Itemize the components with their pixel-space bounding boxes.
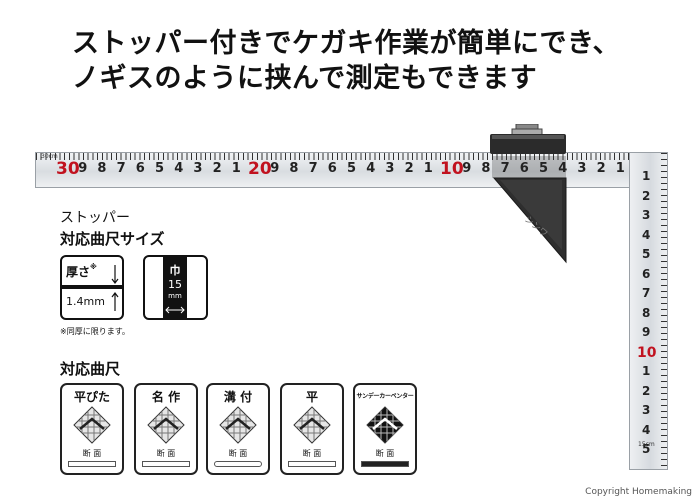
ruler-number-h: 20 xyxy=(248,159,272,179)
card-section-label: 断 面 xyxy=(156,449,176,458)
ruler-number-h: 6 xyxy=(327,161,337,176)
ruler-number-h: 30 xyxy=(56,159,80,179)
ruler-number-v: 2 xyxy=(642,188,651,203)
ruler-number-v: 5 xyxy=(642,247,651,261)
square-type-card: 平ぴた断 面 xyxy=(60,383,124,475)
square-type-card: 溝 付断 面 xyxy=(206,383,270,475)
ruler-number-h: 2 xyxy=(404,161,414,176)
card-title: サンデーカーペンター xyxy=(356,393,414,400)
card-cross-section xyxy=(68,461,116,467)
ruler-number-h: 4 xyxy=(174,161,184,176)
ruler-number-v: 5 xyxy=(642,442,651,456)
ruler-ticks-vertical xyxy=(661,153,667,469)
compatible-size-title: 対応曲尺サイズ xyxy=(60,230,165,248)
thickness-label: 厚さ xyxy=(66,265,91,279)
ruler-number-h: 1 xyxy=(423,161,433,176)
thickness-arrows-icon xyxy=(111,265,119,311)
thickness-value: 1.4mm xyxy=(66,295,105,308)
card-section-label: 断 面 xyxy=(375,449,395,458)
ruler-number-h: 4 xyxy=(558,161,567,176)
card-title: 平ぴた xyxy=(73,390,110,404)
ruler-number-h: 9 xyxy=(78,161,88,176)
card-section-label: 断 面 xyxy=(228,449,248,458)
headline: ストッパー付きでケガキ作業が簡単にでき、 ノギスのように挟んで測定もできます xyxy=(72,26,672,96)
thickness-bar xyxy=(62,285,122,289)
ruler-vertical-tail: 15cm xyxy=(638,441,655,448)
square-type-card: 名 作断 面 xyxy=(134,383,198,475)
ruler-number-v: 4 xyxy=(642,227,651,242)
ruler-number-v: 9 xyxy=(642,325,651,339)
card-cross-section xyxy=(214,461,262,467)
card-cross-section xyxy=(142,461,190,467)
ruler-number-h: 5 xyxy=(539,161,548,176)
ruler-number-h: 9 xyxy=(270,161,280,176)
copyright: Copyright Homemaking xyxy=(585,487,692,497)
card-cross-section xyxy=(288,461,336,467)
stopper-tool: シンワ xyxy=(490,124,567,264)
ruler-number-h: 7 xyxy=(308,161,318,176)
headline-line-2: ノギスのように挟んで測定もできます xyxy=(72,63,538,94)
ruler-number-v: 1 xyxy=(642,169,651,183)
grid-pattern-icon xyxy=(219,406,257,444)
ruler-number-v: 7 xyxy=(642,286,651,300)
ruler-number-h: 1 xyxy=(615,161,625,176)
square-type-card: 平断 面 xyxy=(280,383,344,475)
ruler-number-h: 8 xyxy=(289,161,299,176)
thickness-mark: ※ xyxy=(90,263,97,271)
ruler-number-h: 3 xyxy=(385,161,395,176)
card-cross-section xyxy=(361,461,409,467)
ruler-unit-label: 30cm xyxy=(41,153,58,160)
ruler-number-h: 8 xyxy=(481,161,491,176)
width-box: 巾 15 mm xyxy=(143,255,208,320)
ruler-number-h: 3 xyxy=(577,161,587,176)
card-title: 平 xyxy=(305,390,318,404)
ruler-number-h: 3 xyxy=(193,161,203,176)
ruler-number-h: 6 xyxy=(135,161,145,176)
ruler-number-v: 2 xyxy=(642,383,651,398)
ruler-horizontal-arm: 30cm 309876543212098765432110987654321 xyxy=(35,152,668,188)
stopper-label: ストッパー xyxy=(60,210,130,226)
headline-line-1: ストッパー付きでケガキ作業が簡単にでき、 xyxy=(72,28,621,59)
width-value: 15 xyxy=(168,278,182,291)
note-text: ※同厚に限ります。 xyxy=(60,327,130,336)
card-title: 名 作 xyxy=(151,390,181,404)
ruler-number-h: 5 xyxy=(347,161,357,176)
card-title: 溝 付 xyxy=(223,390,253,404)
ruler-number-h: 9 xyxy=(462,161,472,176)
width-arrow-icon xyxy=(165,306,185,314)
width-label: 巾 xyxy=(169,264,181,277)
ruler-number-h: 10 xyxy=(440,159,464,179)
grid-pattern-icon xyxy=(293,406,331,444)
card-section-label: 断 面 xyxy=(82,449,102,458)
ruler-number-v: 6 xyxy=(642,266,651,281)
ruler-number-h: 2 xyxy=(596,161,606,176)
ruler-number-h: 2 xyxy=(212,161,222,176)
ruler-number-v: 4 xyxy=(642,422,651,437)
ruler-ticks-horizontal xyxy=(36,153,667,160)
ruler-number-h: 5 xyxy=(155,161,165,176)
ruler-number-h: 6 xyxy=(520,161,529,176)
ruler-vertical-arm: 1 2 3 4 5 6 7 8 9 10 1 2 3 4 5 15cm xyxy=(629,152,668,470)
ruler-number-h: 8 xyxy=(97,161,107,176)
ruler-number-h: 1 xyxy=(231,161,241,176)
grid-pattern-icon xyxy=(366,406,404,444)
ruler-number-h: 4 xyxy=(366,161,376,176)
ruler-number-v: 1 xyxy=(642,364,651,378)
ruler-number-h: 7 xyxy=(116,161,126,176)
grid-pattern-icon xyxy=(147,406,185,444)
ruler-number-v: 3 xyxy=(642,403,651,417)
card-section-label: 断 面 xyxy=(302,449,322,458)
square-type-card: サンデーカーペンター断 面 xyxy=(353,383,417,475)
ruler-number-h: 7 xyxy=(501,161,510,176)
compatible-square-title: 対応曲尺 xyxy=(60,360,121,378)
width-unit: mm xyxy=(168,292,182,300)
ruler-number-v: 3 xyxy=(642,208,651,222)
grid-pattern-icon xyxy=(73,406,111,444)
thickness-box: 厚さ※ 1.4mm xyxy=(60,255,124,320)
ruler-number-v: 8 xyxy=(642,305,651,320)
ruler-number-v: 10 xyxy=(637,344,657,361)
